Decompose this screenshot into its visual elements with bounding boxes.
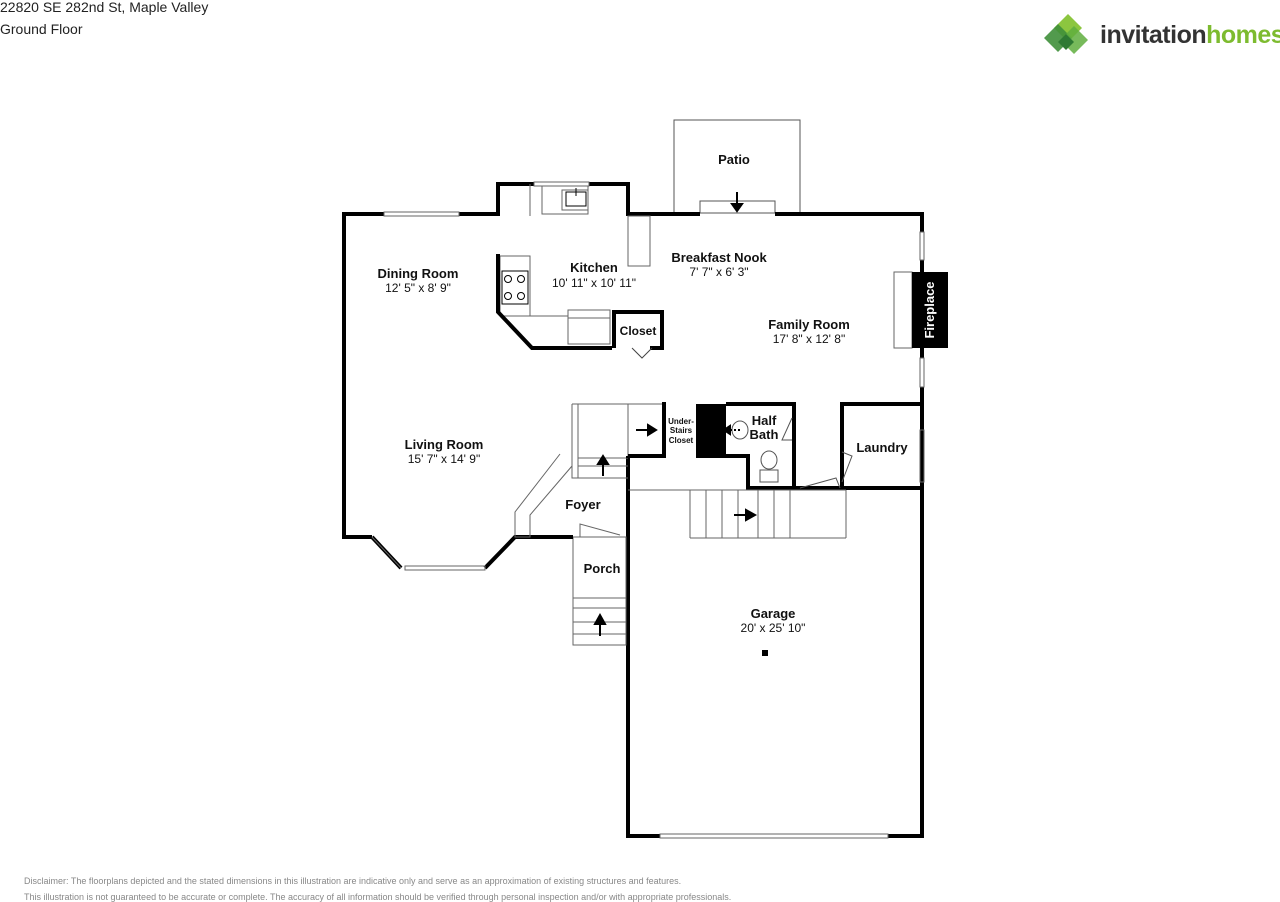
patio-label: Patio	[718, 152, 750, 167]
fireplace-hearth	[893, 271, 913, 349]
property-address: 22820 SE 282nd St, Maple Valley	[0, 0, 209, 15]
under-stairs-closet-label-line3: Closet	[669, 436, 694, 445]
half-bath-label-line2: Bath	[750, 427, 779, 442]
under-stairs-closet-label-line1: Under-	[668, 417, 694, 426]
under-stairs-closet-label-line2: Stairs	[670, 426, 693, 435]
laundry-label: Laundry	[856, 440, 908, 455]
brand-logo-text: invitationhomes	[1100, 20, 1280, 50]
family-room-dims: 17' 8" x 12' 8"	[773, 332, 845, 346]
brand-logo-mark-icon	[1044, 14, 1088, 54]
stairs-main	[514, 403, 662, 538]
kitchen-island-walls	[496, 254, 664, 350]
kitchen-label: Kitchen	[570, 260, 618, 275]
living-room-dims: 15' 7" x 14' 9"	[408, 452, 480, 466]
family-room-label: Family Room	[768, 317, 850, 332]
kitchen-sink-icon	[565, 188, 587, 207]
half-bath-label-line1: Half	[752, 413, 777, 428]
disclaimer-line-2: This illustration is not guaranteed to b…	[24, 892, 732, 902]
closet-door-swing	[631, 347, 653, 359]
under-stairs-closet-fill	[698, 404, 726, 456]
stovetop-icon	[501, 270, 529, 305]
garage-entry-door-swing	[799, 477, 841, 489]
fireplace-block	[912, 272, 948, 348]
breakfast-nook-label: Breakfast Nook	[671, 250, 767, 265]
garage-marker	[762, 650, 768, 656]
floor-label: Ground Floor	[0, 21, 83, 37]
garage-label: Garage	[751, 606, 796, 621]
breakfast-nook-dims: 7' 7" x 6' 3"	[689, 265, 748, 279]
laundry-door-swing	[841, 451, 853, 483]
windows	[371, 181, 925, 839]
disclaimer-line-1: Disclaimer: The floorplans depicted and …	[24, 876, 682, 886]
foyer-label: Foyer	[565, 497, 600, 512]
fireplace-label: Fireplace	[922, 281, 937, 338]
direction-arrows	[593, 192, 758, 636]
brand-logo-text-part1: invitation	[1100, 21, 1207, 49]
closet-label: Closet	[620, 324, 657, 338]
kitchen-dims: 10' 11" x 10' 11"	[552, 276, 636, 290]
brand-logo-text-part2: homes	[1206, 21, 1280, 49]
kitchen-counters	[499, 184, 651, 345]
brand-logo: invitationhomes	[1044, 12, 1280, 60]
living-room-label: Living Room	[405, 437, 484, 452]
dining-room-label: Dining Room	[378, 266, 459, 281]
dining-room-dims: 12' 5" x 8' 9"	[385, 281, 451, 295]
garage-dims: 20' x 25' 10"	[741, 621, 806, 635]
porch-label: Porch	[584, 561, 621, 576]
garage-stairs	[628, 489, 847, 539]
